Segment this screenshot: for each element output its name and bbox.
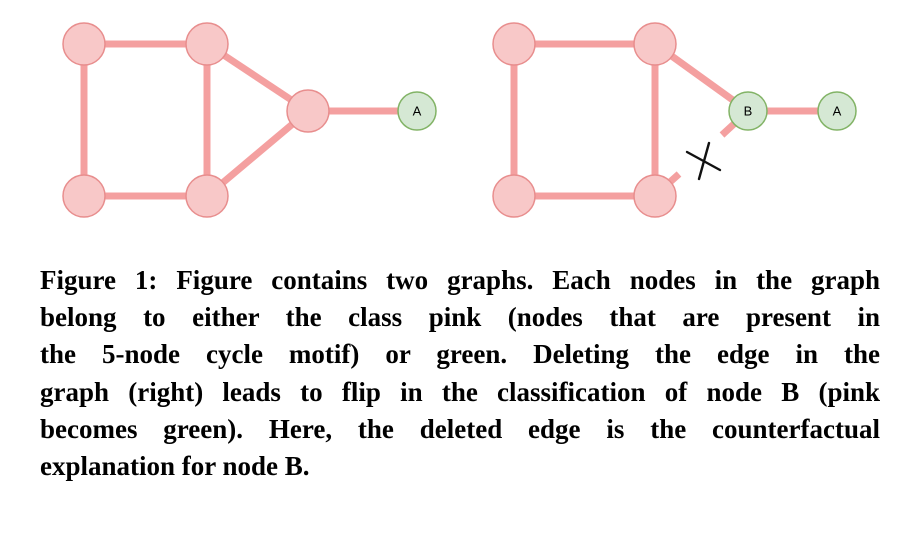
right-node-b [728, 91, 768, 131]
left-edge-bottom-right [204, 108, 311, 199]
right-node-top-mid [633, 22, 677, 66]
left-node-bottom-mid [185, 174, 229, 218]
left-node-a [397, 91, 437, 131]
caption-line: Figure 1: Figure contains two graphs. Ea… [40, 265, 880, 295]
right-node-a-label: A [833, 104, 842, 119]
right-graph: B A [492, 22, 857, 218]
deleted-edge-cross-icon [685, 141, 722, 181]
left-node-right [286, 89, 330, 133]
caption-line: becomes green). Here, the deleted edge i… [40, 413, 880, 444]
graph-figure: A B A [62, 22, 857, 218]
left-node-top-left [62, 22, 106, 66]
right-node-bottom-mid [633, 174, 677, 218]
caption-line: the 5-node cycle motif) or green. Deleti… [40, 339, 880, 370]
right-node-b-label: B [744, 104, 753, 119]
caption-line: explanation for node B. [40, 451, 310, 482]
figure-caption: Figure 1: Figure contains two graphs. Ea… [40, 262, 880, 485]
left-node-a-label: A [413, 104, 422, 119]
right-node-top-left [492, 22, 536, 66]
deleted-edge-stub-bottom [667, 171, 682, 185]
caption-line: belong to either the class pink (nodes t… [40, 302, 880, 333]
left-graph: A [62, 22, 437, 218]
caption-line: graph (right) leads to flip in the class… [40, 376, 880, 407]
right-node-bottom-left [492, 174, 536, 218]
right-node-a [817, 91, 857, 131]
left-node-bottom-left [62, 174, 106, 218]
left-node-top-mid [185, 22, 229, 66]
